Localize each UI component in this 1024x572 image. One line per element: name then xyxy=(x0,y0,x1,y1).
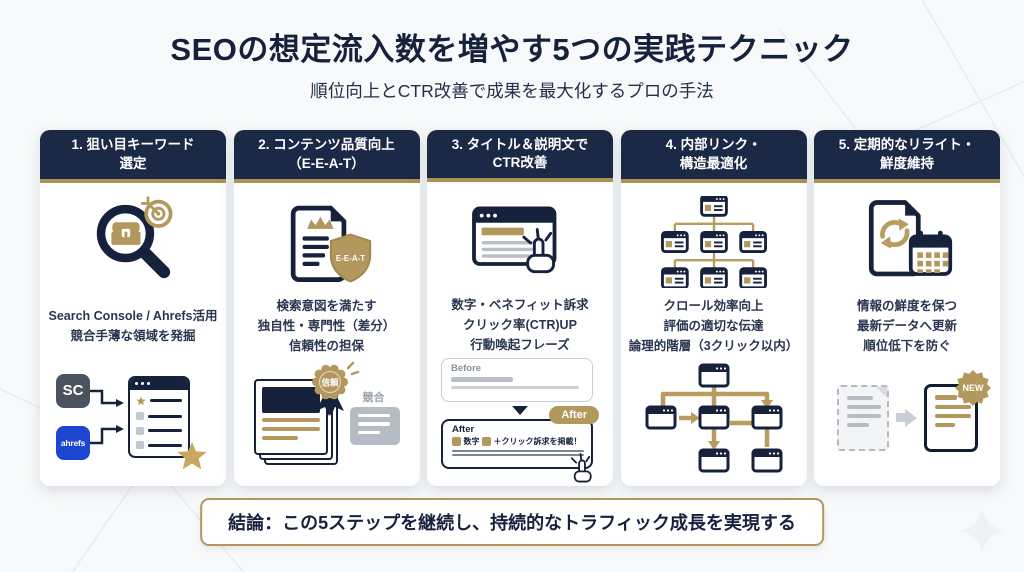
card-1-title-line1: 1. 狙い目キーワード xyxy=(71,137,195,153)
crown-icon xyxy=(306,216,334,229)
card-2-header: 2. コンテンツ品質向上 （E-E-A-T） xyxy=(233,130,420,183)
card-3-title-line2: CTR改善 xyxy=(492,155,548,170)
competitor-card-icon xyxy=(349,406,400,445)
card-5-description: 情報の鮮度を保つ 最新データへ更新 順位低下を防ぐ xyxy=(856,299,957,353)
gold-tag-icon xyxy=(482,437,491,446)
trust-badge-label: 信頼 xyxy=(321,377,339,387)
magnifier-treasure-icon xyxy=(96,196,173,279)
calendar-icon xyxy=(908,230,953,276)
competitor-label: 競合 xyxy=(362,391,385,404)
before-label: Before xyxy=(451,363,482,374)
flow-arrows-icon xyxy=(90,389,124,444)
link-flow-diagram xyxy=(645,363,782,472)
down-arrow-icon xyxy=(512,406,528,415)
card-5-header: 5. 定期的なリライト・ 鮮度維持 xyxy=(814,130,1000,183)
gold-tag-icon xyxy=(452,437,461,446)
old-document-icon xyxy=(836,384,889,451)
card-5-title-line1: 5. 定期的なリライト・ xyxy=(838,137,976,153)
page-title: SEOの想定流入数を増やす5つの実践テクニック xyxy=(170,32,854,67)
card-3-header: 3. タイトル＆説明文で CTR改善 xyxy=(427,130,613,182)
site-hierarchy-icon xyxy=(660,196,767,288)
card-5-title-line2: 鮮度維持 xyxy=(880,155,934,171)
after-pill-badge: After xyxy=(549,406,599,424)
card-1-description: Search Console / Ahrefs活用 競合手薄な領域を発掘 xyxy=(48,309,218,343)
card-4-header: 4. 内部リンク・ 構造最適化 xyxy=(620,130,807,183)
card-ctr-improvement: 3. タイトル＆説明文で CTR改善 xyxy=(427,130,613,486)
click-hand-icon xyxy=(522,228,555,274)
trust-rosette-badge: 信頼 xyxy=(311,361,359,416)
page-subtitle: 順位向上とCTR改善で成果を最大化するプロの手法 xyxy=(310,81,714,101)
card-3-description: 数字・ベネフィット訴求 クリック率(CTR)UP 行動喚起フレーズ xyxy=(451,298,589,352)
conclusion-banner: 結論：この5ステップを継続し、持続的なトラフィック成長を実現する xyxy=(200,498,824,546)
search-console-badge: SC xyxy=(56,373,90,408)
refresh-calendar-icon xyxy=(868,200,953,277)
eeat-shield-label: E-E-A-T xyxy=(335,254,364,263)
click-hand-icon xyxy=(570,453,592,483)
card-2-title-line2: （E-E-A-T） xyxy=(288,155,365,171)
card-1-title-line2: 選定 xyxy=(119,155,147,171)
new-badge-label: NEW xyxy=(962,383,984,393)
browser-click-icon xyxy=(472,206,557,274)
new-badge: NEW xyxy=(954,369,991,406)
before-after-diagram: Before After 数字 xyxy=(441,358,599,483)
cards-row: 1. 狙い目キーワード 選定 xyxy=(40,130,1000,486)
eeat-shield-icon: E-E-A-T xyxy=(329,233,371,283)
card-1-header: 1. 狙い目キーワード 選定 xyxy=(40,130,226,183)
big-star-icon xyxy=(177,441,207,469)
before-box: Before xyxy=(441,358,593,402)
tools-to-result-diagram: SC ahrefs xyxy=(52,366,214,470)
card-2-description: 検索意図を満たす 独自性・専門性（差分） 信頼性の担保 xyxy=(257,299,396,353)
treasure-chest-icon xyxy=(111,222,141,245)
card-4-title-line1: 4. 内部リンク・ xyxy=(665,137,762,153)
card-keyword-selection: 1. 狙い目キーワード 選定 xyxy=(40,130,226,486)
document-eeat-shield-icon: E-E-A-T xyxy=(290,205,371,283)
card-rewrite-freshness: 5. 定期的なリライト・ 鮮度維持 xyxy=(814,130,1000,486)
card-4-description: クロール効率向上 評価の適切な伝達 論理的階層（3クリック以内） xyxy=(628,299,799,353)
old-to-new-diagram: NEW xyxy=(836,369,991,452)
trusted-content-diagram: 信頼 競合 xyxy=(246,361,408,471)
card-4-title-line2: 構造最適化 xyxy=(679,155,748,171)
card-3-title-line1: 3. タイトル＆説明文で xyxy=(451,136,589,152)
ahrefs-badge: ahrefs xyxy=(56,425,90,460)
header: SEOの想定流入数を増やす5つの実践テクニック 順位向上とCTR改善で成果を最大… xyxy=(0,24,1024,103)
card-2-title-line1: 2. コンテンツ品質向上 xyxy=(258,137,395,153)
card-content-quality: 2. コンテンツ品質向上 （E-E-A-T） E- xyxy=(233,130,420,486)
arrow-right-icon xyxy=(895,408,917,427)
target-icon xyxy=(140,196,173,228)
sparkle-icon xyxy=(960,509,1004,553)
star-icon xyxy=(136,396,146,405)
search-results-window-icon xyxy=(128,375,190,458)
after-label: After xyxy=(452,424,475,435)
card-internal-links: 4. 内部リンク・ 構造最適化 xyxy=(620,130,807,486)
after-box: After 数字 ＋クリック訴求を掲載！ xyxy=(441,419,593,469)
